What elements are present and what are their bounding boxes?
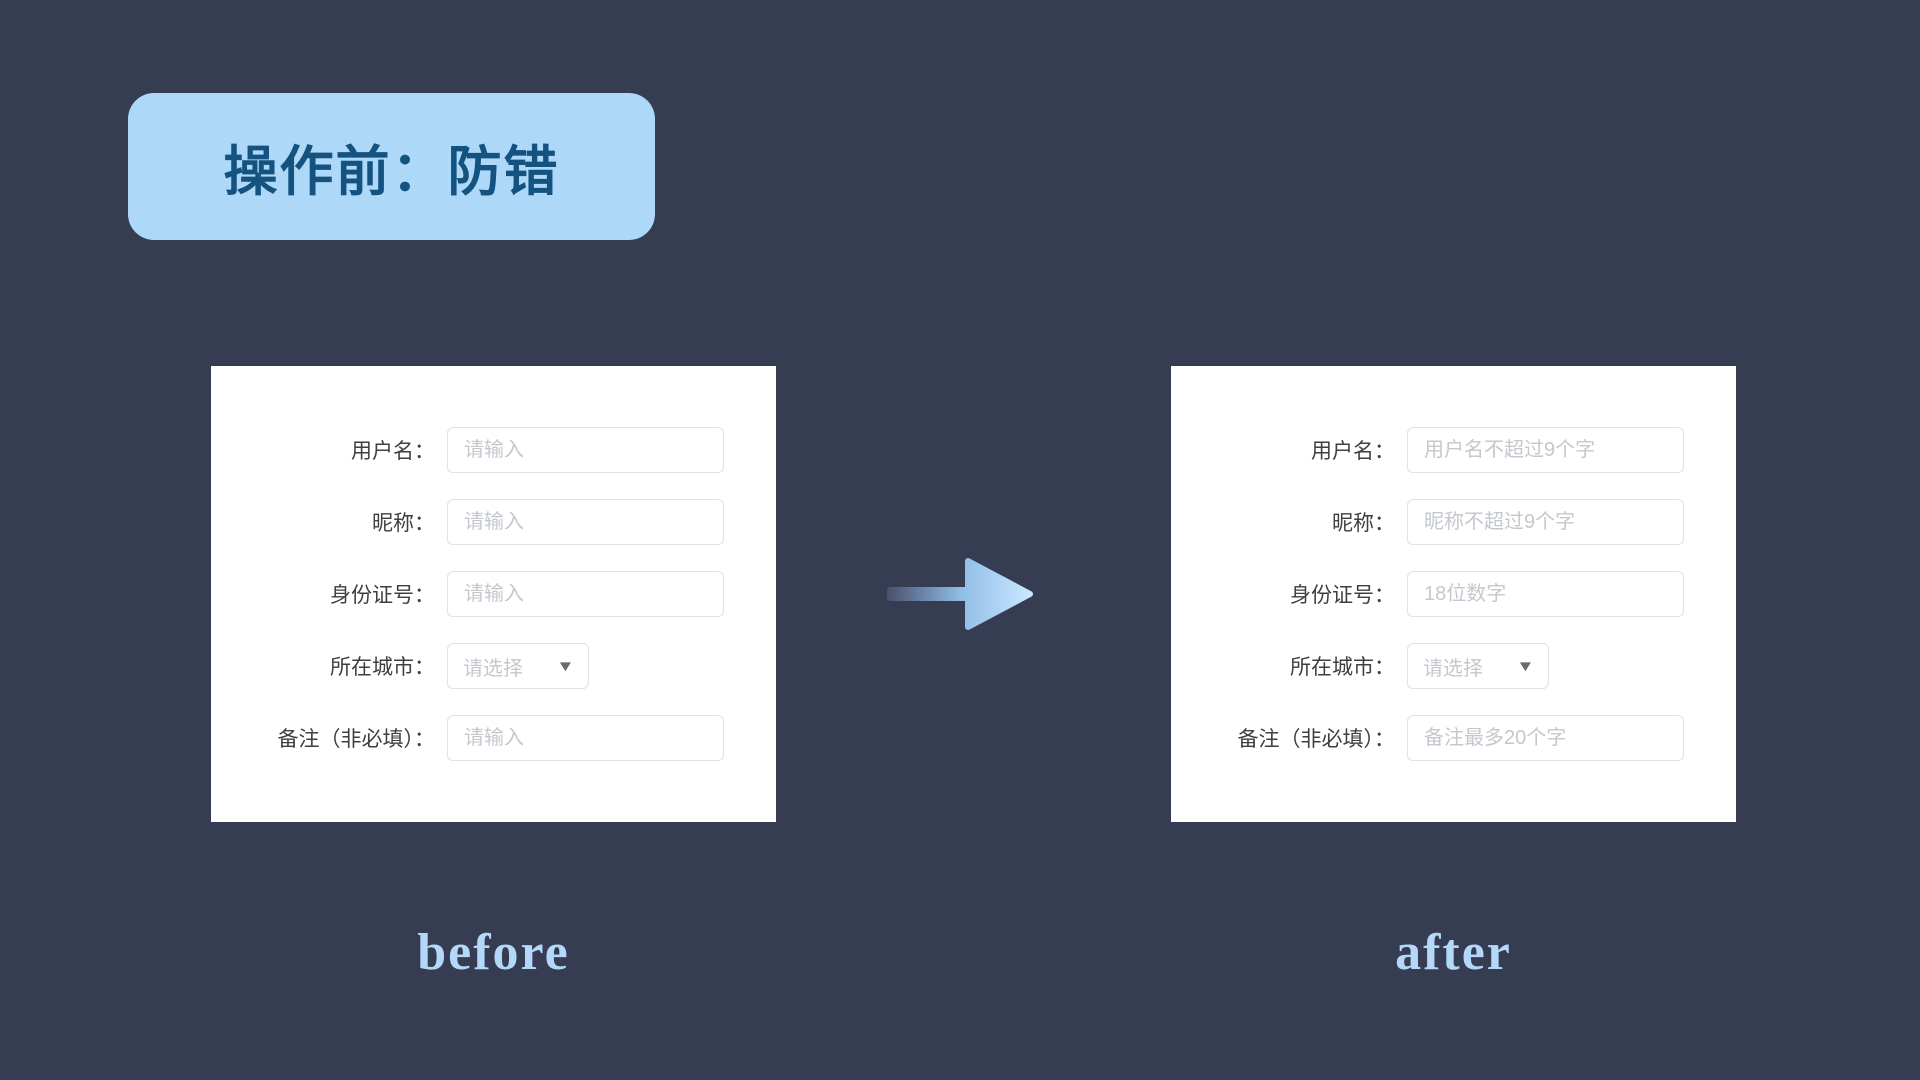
form-row-username: 用户名：: [1171, 427, 1736, 473]
form-row-username: 用户名：: [211, 427, 776, 473]
field-label-id-number: 身份证号：: [330, 584, 435, 607]
username-input[interactable]: [447, 427, 724, 473]
id-number-input[interactable]: [447, 571, 724, 617]
caption-after: after: [1395, 924, 1512, 981]
nickname-input[interactable]: [1407, 499, 1684, 545]
field-label-remark: 备注（非必填）：: [277, 728, 436, 751]
city-select-placeholder: 请选择: [1423, 657, 1483, 680]
field-label-nickname: 昵称：: [1332, 512, 1395, 535]
field-label-username: 用户名：: [351, 440, 435, 463]
form-before: 用户名： 昵称： 身份证号： 所在城市： 请选择 ▼ 备注（非必填）：: [211, 427, 776, 761]
form-row-id-number: 身份证号：: [211, 571, 776, 617]
form-row-remark: 备注（非必填）：: [1171, 715, 1736, 761]
caption-before: before: [417, 924, 570, 981]
field-label-nickname: 昵称：: [372, 512, 435, 535]
arrow-right-icon: [887, 558, 1033, 630]
field-label-id-number: 身份证号：: [1290, 584, 1395, 607]
form-card-before: 用户名： 昵称： 身份证号： 所在城市： 请选择 ▼ 备注（非必填）：: [211, 366, 776, 822]
form-card-after: 用户名： 昵称： 身份证号： 所在城市： 请选择 ▼ 备注（非必填）：: [1171, 366, 1736, 822]
form-row-remark: 备注（非必填）：: [211, 715, 776, 761]
before-after-arrow: [882, 549, 1042, 639]
remark-input[interactable]: [447, 715, 724, 761]
form-row-id-number: 身份证号：: [1171, 571, 1736, 617]
form-row-nickname: 昵称：: [211, 499, 776, 545]
city-select[interactable]: 请选择 ▼: [447, 643, 589, 689]
field-label-remark: 备注（非必填）：: [1237, 728, 1396, 751]
city-select-placeholder: 请选择: [463, 657, 523, 680]
field-label-username: 用户名：: [1311, 440, 1395, 463]
form-after: 用户名： 昵称： 身份证号： 所在城市： 请选择 ▼ 备注（非必填）：: [1171, 427, 1736, 761]
title-badge: 操作前：防错: [128, 93, 655, 240]
form-row-city: 所在城市： 请选择 ▼: [211, 643, 776, 689]
field-label-city: 所在城市：: [1290, 656, 1395, 679]
field-label-city: 所在城市：: [330, 656, 435, 679]
remark-input[interactable]: [1407, 715, 1684, 761]
city-select[interactable]: 请选择 ▼: [1407, 643, 1549, 689]
form-row-nickname: 昵称：: [1171, 499, 1736, 545]
nickname-input[interactable]: [447, 499, 724, 545]
chevron-down-icon: ▼: [556, 657, 575, 675]
username-input[interactable]: [1407, 427, 1684, 473]
form-row-city: 所在城市： 请选择 ▼: [1171, 643, 1736, 689]
chevron-down-icon: ▼: [1516, 657, 1535, 675]
title-badge-label: 操作前：防错: [223, 139, 560, 203]
id-number-input[interactable]: [1407, 571, 1684, 617]
